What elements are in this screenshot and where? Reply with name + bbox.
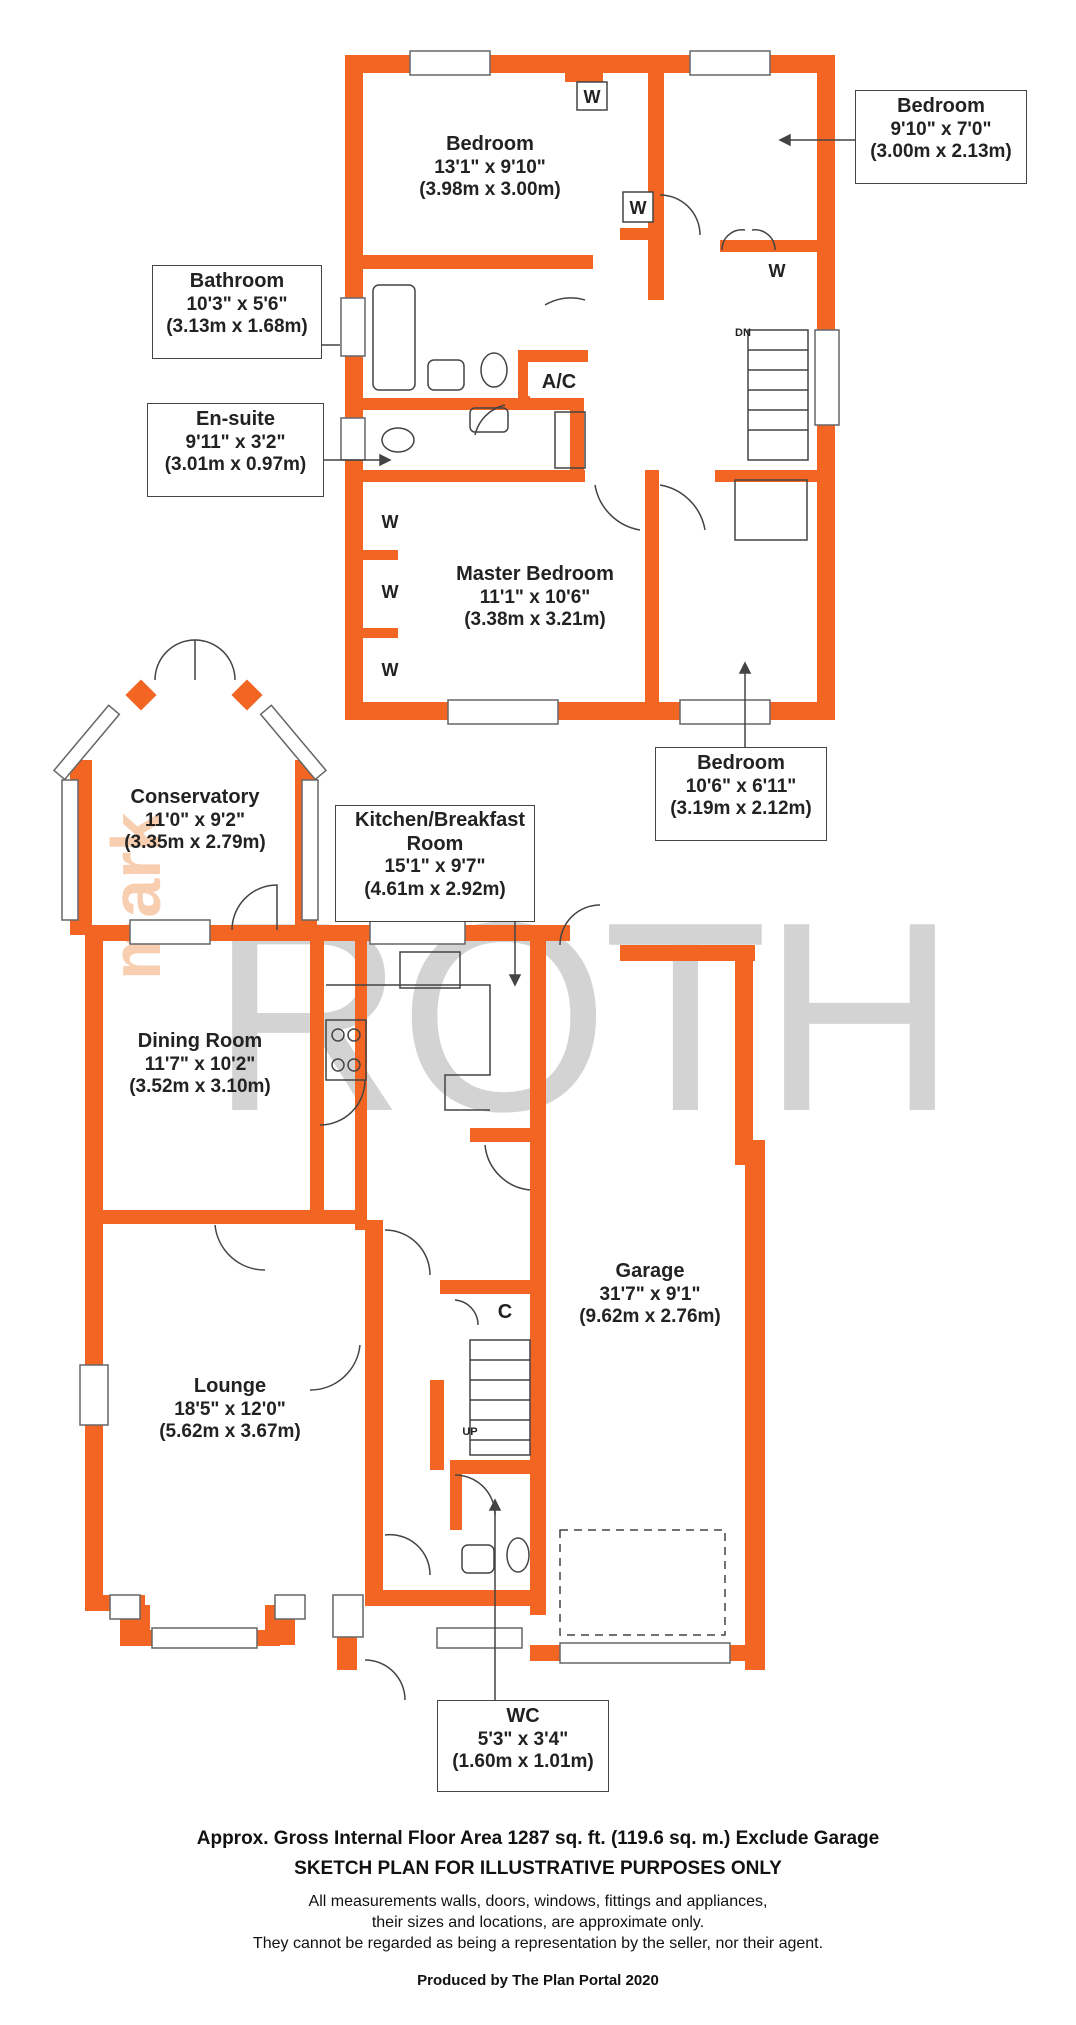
wc-basin-icon (461, 1544, 495, 1574)
room-label-lounge: Lounge 18'5" x 12'0" (5.62m x 3.67m) (135, 1375, 325, 1443)
room-label-conservatory: Conservatory 11'0" x 9'2" (3.35m x 2.79m… (95, 786, 295, 854)
fixture-labels: W W W A/C W W W DN C UP (382, 81, 786, 1438)
room-metric-size: (3.13m x 1.68m) (166, 316, 308, 337)
room-imperial-size: 10'6" x 6'11" (685, 775, 797, 797)
room-label-bedroom3: Bedroom 9'10" x 7'0" (3.00m x 2.13m) (855, 90, 1027, 184)
room-metric-size: (3.52m x 3.10m) (129, 1076, 271, 1097)
ground-floor-fixtures (325, 951, 726, 1636)
ground-floor-door-swings (214, 884, 601, 1701)
toilet-icon (480, 352, 508, 388)
cupboard-label: C (498, 1301, 512, 1323)
room-imperial-size: 18'5" x 12'0" (174, 1398, 286, 1420)
room-metric-size: (4.61m x 2.92m) (364, 878, 506, 900)
room-imperial-size: 9'11" x 3'2" (185, 431, 286, 453)
first-floor-windows (340, 50, 840, 725)
room-metric-size: (3.35m x 2.79m) (124, 832, 266, 853)
room-metric-size: (3.98m x 3.00m) (419, 179, 561, 200)
room-label-bathroom: Bathroom 10'3" x 5'6" (3.13m x 1.68m) (152, 265, 322, 359)
room-label-garage: Garage 31'7" x 9'1" (9.62m x 2.76m) (555, 1260, 745, 1328)
conservatory-french-doors (154, 639, 236, 681)
stairs-up-icon (469, 1339, 531, 1456)
wardrobe-label-3: W (769, 261, 786, 281)
room-label-bedroom4: Bedroom 10'6" x 6'11" (3.19m x 2.12m) (655, 747, 827, 841)
stairs-down-icon (747, 329, 809, 461)
room-name: Kitchen/Breakfast Room (355, 809, 526, 855)
room-name: Garage (615, 1260, 685, 1282)
wardrobe-label-6: W (382, 660, 399, 680)
room-name: WC (506, 1705, 540, 1727)
bath-icon (372, 284, 416, 391)
airing-cupboard-label: A/C (542, 371, 576, 393)
first-floor-door-swings (474, 194, 776, 531)
room-name: Bedroom (446, 133, 534, 155)
wardrobe-label-1: W (584, 87, 601, 107)
wardrobe-label-5: W (382, 582, 399, 602)
watermark-small-text: mark (97, 813, 175, 980)
room-imperial-size: 13'1" x 9'10" (434, 156, 546, 178)
wardrobe-label-2: W (630, 198, 647, 218)
kitchen-sink-icon (399, 951, 461, 989)
room-name: Lounge (193, 1375, 267, 1397)
ensuite-basin-icon (469, 407, 509, 433)
floor-area-text: Approx. Gross Internal Floor Area 1287 s… (196, 1828, 880, 1849)
sketch-plan-notice: SKETCH PLAN FOR ILLUSTRATIVE PURPOSES ON… (294, 1858, 782, 1879)
room-name: Conservatory (130, 786, 260, 808)
room-label-master-bedroom: Master Bedroom 11'1" x 10'6" (3.38m x 3.… (420, 563, 650, 631)
room-name: En-suite (196, 408, 275, 430)
room-label-dining: Dining Room 11'7" x 10'2" (3.52m x 3.10m… (105, 1030, 295, 1098)
room-imperial-size: 11'7" x 10'2" (144, 1053, 256, 1075)
room-name: Dining Room (137, 1030, 263, 1052)
hob-icon (325, 1019, 367, 1081)
stairs-down-label: DN (735, 327, 751, 339)
wardrobe-label-4: W (382, 512, 399, 532)
watermark-big-text: ROTH (210, 867, 951, 1168)
conservatory-glazing (52, 704, 328, 921)
first-floor-fixtures (372, 284, 809, 541)
room-metric-size: (3.19m x 2.12m) (670, 798, 812, 819)
room-name: Master Bedroom (456, 563, 614, 585)
ground-floor-windows (79, 919, 731, 1664)
room-label-kitchen: Kitchen/Breakfast Room 15'1" x 9'7" (4.6… (335, 805, 535, 922)
ensuite-toilet-icon (381, 427, 415, 453)
room-label-ensuite: En-suite 9'11" x 3'2" (3.01m x 0.97m) (147, 403, 324, 497)
room-imperial-size: 9'10" x 7'0" (890, 118, 992, 140)
disclaimer-line-2: their sizes and locations, are approxima… (371, 1914, 705, 1931)
room-imperial-size: 10'3" x 5'6" (186, 293, 288, 315)
room-label-bedroom2: Bedroom 13'1" x 9'10" (3.98m x 3.00m) (390, 133, 590, 201)
basin-icon (427, 359, 465, 391)
room-metric-size: (1.60m x 1.01m) (452, 1751, 594, 1772)
room-metric-size: (3.01m x 0.97m) (164, 454, 307, 475)
disclaimer-line-1: All measurements walls, doors, windows, … (308, 1893, 768, 1910)
room-name: Bathroom (189, 270, 285, 292)
room-imperial-size: 11'0" x 9'2" (145, 809, 245, 831)
room-metric-size: (5.62m x 3.67m) (159, 1421, 301, 1442)
room-imperial-size: 15'1" x 9'7" (384, 856, 486, 878)
stairs-up-label: UP (462, 1426, 477, 1438)
room-metric-size: (3.00m x 2.13m) (870, 141, 1012, 162)
room-imperial-size: 5'3" x 3'4" (477, 1728, 569, 1750)
disclaimer-line-3: They cannot be regarded as being a repre… (252, 1935, 824, 1952)
room-name: Bedroom (897, 95, 985, 117)
room-metric-size: (3.38m x 3.21m) (464, 609, 606, 630)
room-metric-size: (9.62m x 2.76m) (579, 1306, 721, 1327)
room-imperial-size: 11'1" x 10'6" (479, 586, 591, 608)
room-name: Bedroom (697, 752, 785, 774)
watermark-logo: mark ROTH (97, 813, 957, 1168)
shower-icon (554, 411, 586, 469)
room-imperial-size: 31'7" x 9'1" (599, 1283, 701, 1305)
wc-toilet-icon (506, 1537, 530, 1573)
produced-by-text: Produced by The Plan Portal 2020 (417, 1972, 659, 1989)
room-label-wc: WC 5'3" x 3'4" (1.60m x 1.01m) (437, 1700, 609, 1792)
garage-door-outline (559, 1529, 726, 1636)
